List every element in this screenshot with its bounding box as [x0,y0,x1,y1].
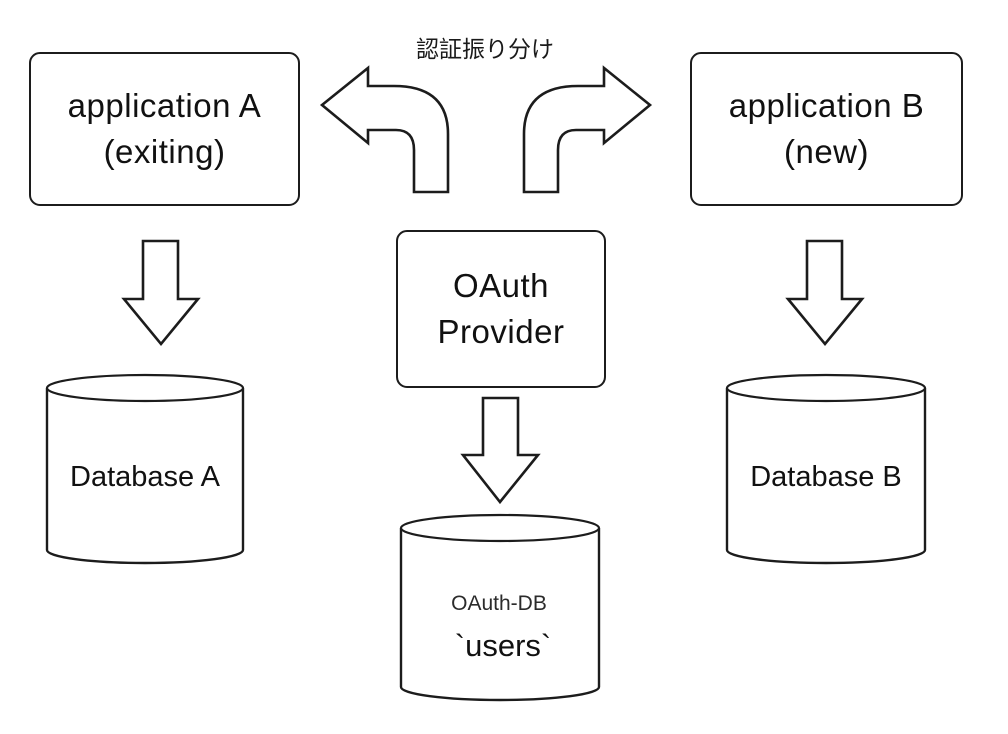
database-b-label: Database B [750,461,902,493]
database-a-cylinder [45,373,245,565]
database-a-label: Database A [70,461,220,493]
application-a-label-line1: application A [67,87,262,125]
down-arrow-icon [785,239,865,347]
node-application-b: application B (new) [690,52,963,206]
auth-routing-label: 認証振り分け [416,36,554,62]
down-arrow-icon [121,239,201,347]
database-b-cylinder [725,373,927,565]
turn-left-arrow-icon [319,65,450,194]
turn-right-arrow-icon [522,65,653,194]
down-arrow-icon [460,396,541,505]
oauth-provider-label-line2: Provider [437,313,565,350]
oauth-db-cylinder [399,513,601,702]
application-b-label-line1: application B [728,87,925,125]
application-a-label-line2: (exiting) [103,133,226,170]
node-application-a: application A (exiting) [29,52,300,206]
oauth-provider-label-line1: OAuth [452,267,550,305]
oauth-db-users-label: `users` [454,628,552,663]
node-oauth-provider: OAuth Provider [396,230,606,388]
application-b-label-line2: (new) [783,133,870,170]
oauth-db-label: OAuth-DB [451,592,547,615]
